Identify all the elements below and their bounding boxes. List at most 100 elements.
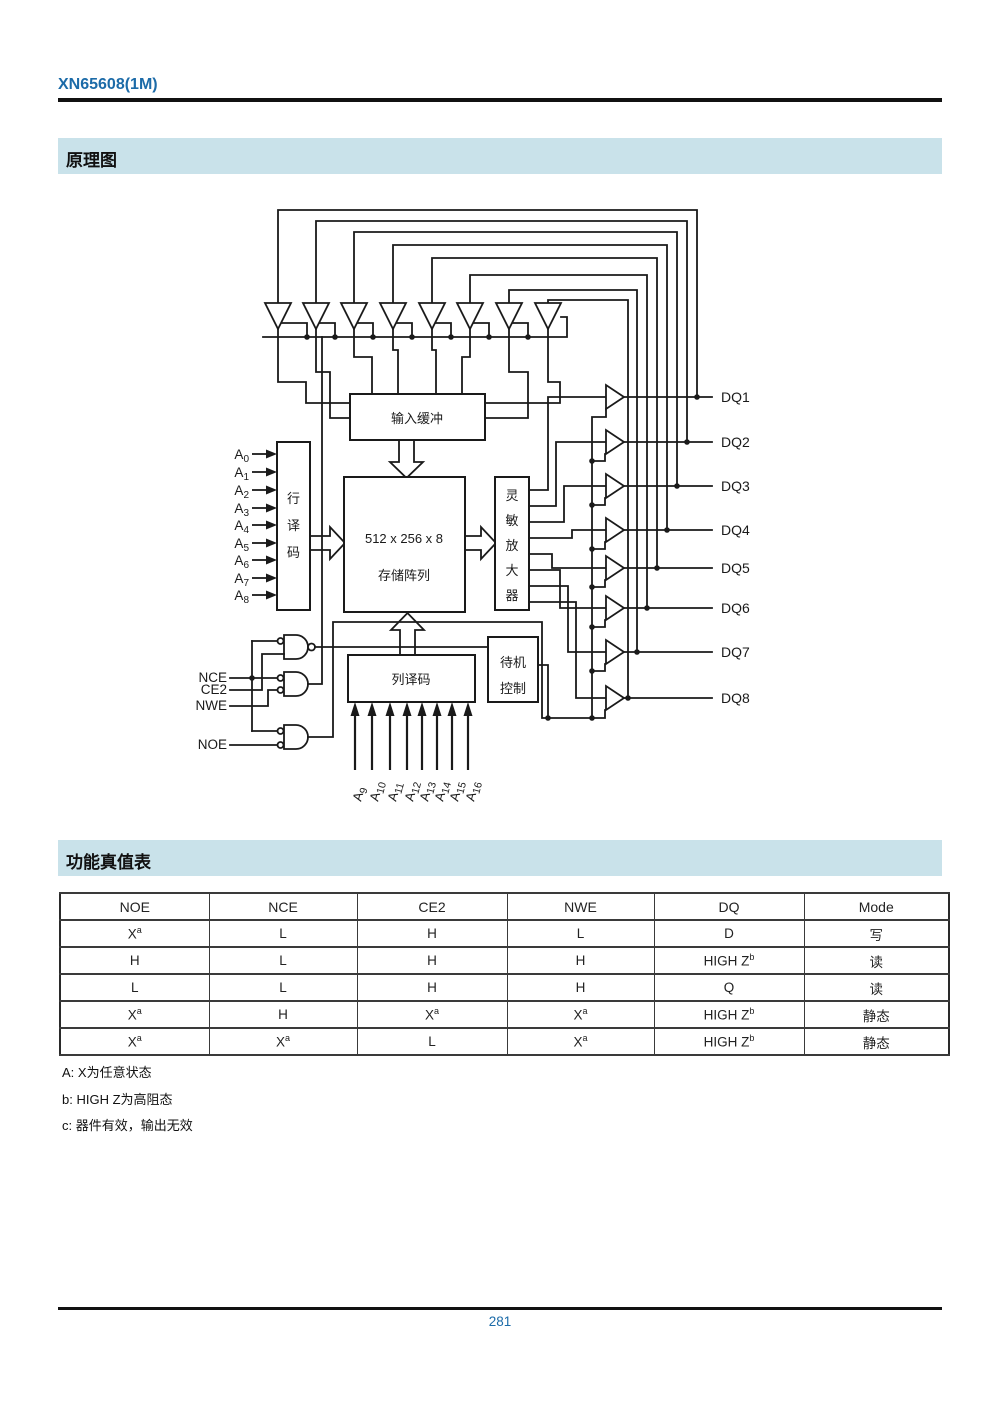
blocks [276, 393, 539, 703]
table-cell: Xa [356, 1000, 508, 1029]
column-address-label: A12 [401, 779, 424, 803]
page-number: 281 [488, 1314, 512, 1329]
table-cell: H [59, 946, 210, 975]
vertical-caption-char: 码 [287, 545, 300, 560]
doc-title: XN65608(1M) [58, 76, 158, 93]
control-signal-label: NOE [198, 737, 227, 752]
column-address-label: A14 [431, 779, 454, 803]
table-cell: D [653, 919, 805, 948]
arrowhead-icon [350, 702, 360, 716]
column-header: DQ [653, 892, 805, 921]
schematic-diagram: 输入缓冲 512 x 256 x 8 存储阵列 待机 控制 列译码 行译码 灵敏… [196, 209, 750, 804]
control-signal-label: NWE [196, 698, 228, 713]
table-cell: 读 [803, 973, 950, 1002]
address-input-label: A1 [234, 465, 249, 483]
column-header: CE2 [356, 892, 508, 921]
footnote-c: c: 器件有效，输出无效 [62, 1118, 193, 1133]
arrowhead-icon [266, 590, 277, 600]
column-header: NOE [59, 892, 210, 921]
arrowhead-icon [266, 503, 277, 513]
arrowhead-icon [266, 538, 277, 548]
address-input-label: A4 [234, 518, 249, 536]
footnote-a: A: X为任意状态 [62, 1065, 152, 1080]
memory-array-box [343, 476, 466, 613]
table-cell: HIGH Zb [653, 1000, 805, 1029]
sense-amp-outputs [528, 396, 607, 699]
write-gate [283, 671, 309, 697]
address-input-label: A7 [234, 571, 249, 589]
arrow-coldecoder-to-array [388, 611, 427, 656]
arrowhead-icon [266, 467, 277, 477]
vertical-caption-char: 译 [287, 518, 300, 533]
table-cell: Xa [59, 1027, 210, 1056]
control-signal-label: NCE [198, 670, 227, 685]
arrowhead-icon [266, 555, 277, 565]
table-cell: Xa [506, 1000, 655, 1029]
row-decoder-label: 行译码 [287, 491, 300, 560]
standby-gate [283, 634, 309, 660]
output-buffer-triangles [605, 383, 626, 712]
arrowhead-icon [417, 702, 427, 716]
input-funnel [277, 328, 561, 419]
dq-pin-label: DQ5 [721, 560, 750, 576]
footnote-b: b: HIGH Z为高阻态 [62, 1092, 173, 1107]
arrowhead-icon [463, 702, 473, 716]
address-input-label: A5 [234, 536, 249, 554]
arrow-rowdecoder-to-array [309, 524, 347, 562]
table-cell: 静态 [803, 1000, 950, 1029]
arrowhead-icon [266, 520, 277, 530]
junction-dots [249, 334, 700, 721]
table-cell: H [356, 973, 508, 1002]
column-address-label: A9 [349, 785, 370, 804]
table-cell: L [356, 1027, 508, 1056]
table-cell: Xa [59, 1000, 210, 1029]
table-cell: Xa [208, 1027, 358, 1056]
column-address-label: A11 [384, 780, 406, 804]
table-cell: H [506, 946, 655, 975]
arrowhead-icon [385, 702, 395, 716]
table-cell: HIGH Zb [653, 1027, 805, 1056]
column-address-label: A10 [366, 779, 389, 803]
read-gate [283, 724, 309, 750]
array-name-label: 存储阵列 [378, 568, 430, 583]
column-address-label: A16 [462, 779, 485, 803]
table-cell: 静态 [803, 1027, 950, 1056]
section-title-schematic: 原理图 [66, 151, 117, 170]
dq-pin-label: DQ3 [721, 478, 750, 494]
column-address-label: A13 [416, 779, 439, 803]
address-input-label: A2 [234, 483, 249, 501]
arrowhead-icon [447, 702, 457, 716]
dq-pin-label: DQ1 [721, 389, 750, 405]
table-cell: H [506, 973, 655, 1002]
dq-pin-label: DQ2 [721, 434, 750, 450]
footer-rule [58, 1307, 942, 1310]
vertical-caption-char: 敏 [505, 513, 518, 528]
table-cell: L [59, 973, 210, 1002]
dq-pin-label: DQ8 [721, 690, 750, 706]
column-header: Mode [803, 892, 950, 921]
input-buffer-box [349, 393, 486, 441]
column-decoder-label: 列译码 [391, 672, 430, 687]
table-cell: Xa [506, 1027, 655, 1056]
control-signal-label: CE2 [201, 682, 227, 697]
vertical-caption-char: 器 [505, 588, 518, 603]
input-enable-line [262, 316, 568, 338]
table-cell: L [208, 919, 358, 948]
table-cell: Q [653, 973, 805, 1002]
table-cell: H [356, 919, 508, 948]
column-header: NCE [208, 892, 358, 921]
section-band-truth-table: 功能真值表 [58, 840, 942, 876]
control-gates [276, 634, 316, 750]
array-size-label: 512 x 256 x 8 [365, 531, 443, 546]
vertical-caption-char: 大 [505, 563, 518, 578]
